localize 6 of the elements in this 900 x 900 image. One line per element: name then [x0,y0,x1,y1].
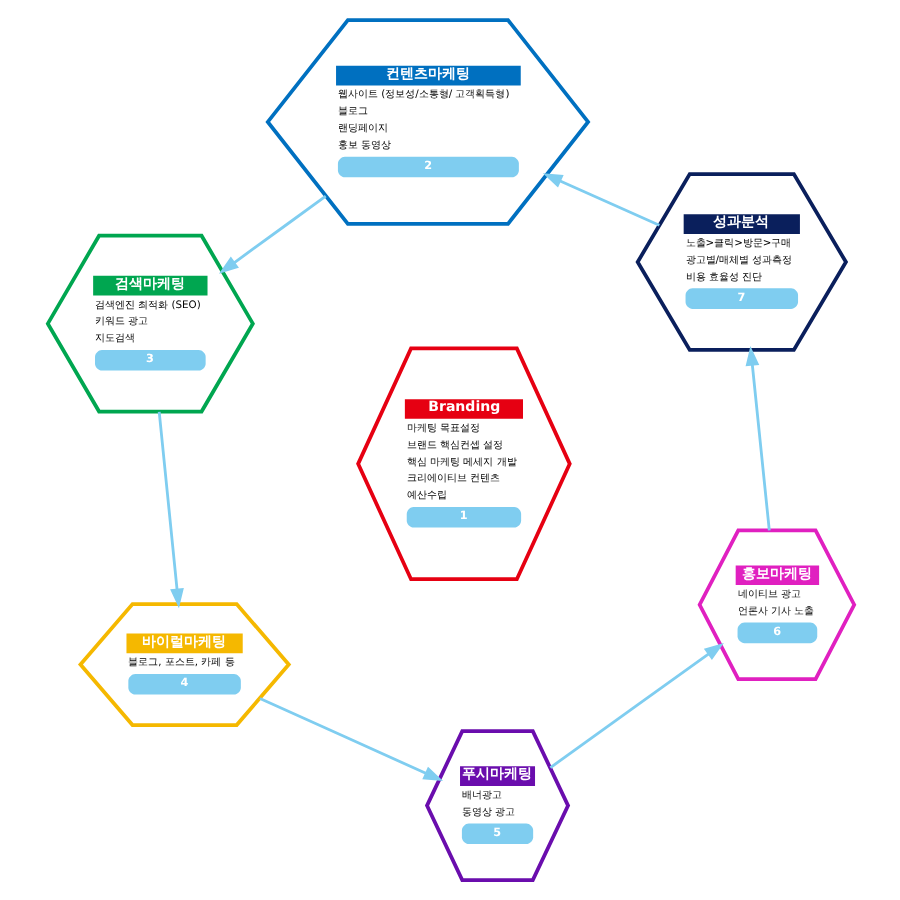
arrow [548,642,723,769]
arrow [541,173,659,227]
arrow [217,195,326,274]
arrow [744,346,770,531]
arrow [258,697,443,782]
arrow [156,411,183,609]
